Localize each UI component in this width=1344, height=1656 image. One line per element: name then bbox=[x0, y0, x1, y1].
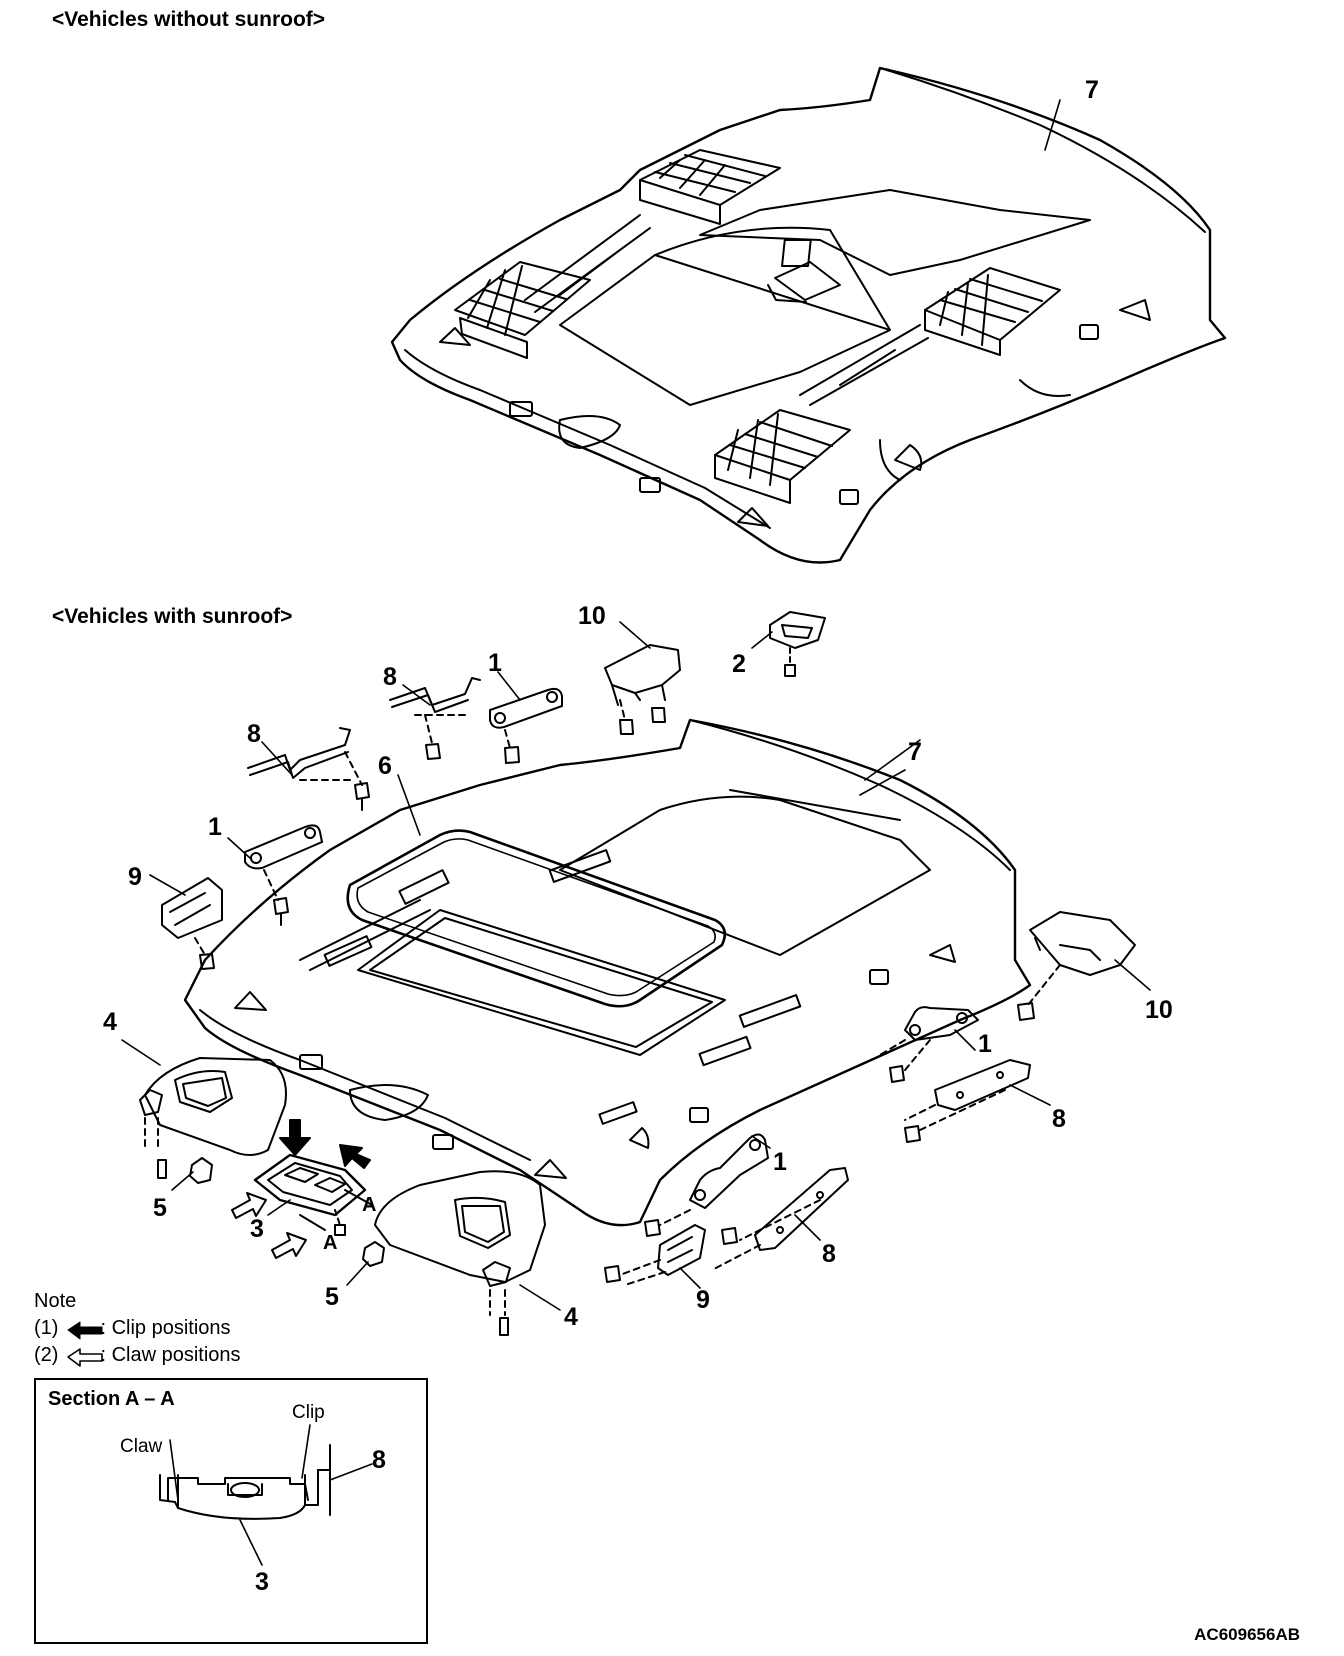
bracket-front-right bbox=[711, 1167, 849, 1271]
callout-1-right: 1 bbox=[978, 1030, 992, 1058]
claw-legend-arrow bbox=[67, 1348, 103, 1367]
bracket-10-top bbox=[604, 644, 681, 735]
section-a-a-box bbox=[34, 1378, 428, 1644]
callout-7-top: 7 bbox=[1085, 76, 1099, 104]
callout-6: 6 bbox=[378, 752, 392, 780]
section-clip-label: Clip bbox=[292, 1402, 325, 1423]
bracket-rear-right bbox=[904, 1059, 1031, 1143]
callout-9-right: 9 bbox=[696, 1286, 710, 1314]
headlining-with-sunroof bbox=[183, 718, 1032, 1227]
assist-grip-rear-left bbox=[244, 824, 323, 926]
sunvisor-right bbox=[374, 1170, 546, 1336]
note-item-claw-prefix: (2) bbox=[34, 1344, 59, 1366]
sunvisor-holder-left bbox=[189, 1157, 213, 1184]
bracket-rear-left bbox=[247, 727, 370, 811]
sunvisor-holder-right bbox=[362, 1241, 385, 1267]
section-mark-a-lower: A bbox=[323, 1232, 338, 1254]
section-a-a-drawing bbox=[159, 1424, 373, 1566]
section-a-a-title: Section A – A bbox=[48, 1388, 175, 1410]
note-item-clip: (1) : Clip positions bbox=[34, 1315, 241, 1342]
drawing-code: AC609656AB bbox=[1194, 1625, 1300, 1644]
assist-grip-rear-right bbox=[879, 1006, 979, 1083]
callout-8-upper-mid: 8 bbox=[383, 663, 397, 691]
callout-8-lower-right: 8 bbox=[822, 1240, 836, 1268]
section-mark-a-upper: A bbox=[362, 1194, 377, 1216]
note-title: Note bbox=[34, 1290, 77, 1312]
callout-4-right: 4 bbox=[564, 1303, 578, 1331]
callout-8-right: 8 bbox=[1052, 1105, 1066, 1133]
callout-9-left: 9 bbox=[128, 863, 142, 891]
callout-2: 2 bbox=[732, 650, 746, 678]
callout-1-upper-left: 1 bbox=[208, 813, 222, 841]
note-legend: Note (1) : Clip positions (2) : Claw pos… bbox=[34, 1288, 241, 1369]
assist-grip-front-left bbox=[489, 687, 563, 764]
bracket-10-right bbox=[1017, 911, 1136, 1021]
clip-legend-arrow bbox=[67, 1321, 103, 1340]
callout-1-upper-mid: 1 bbox=[488, 649, 502, 677]
callout-5-left: 5 bbox=[153, 1194, 167, 1222]
assist-grip-front-right bbox=[644, 1133, 769, 1237]
heading-with-sunroof: <Vehicles with sunroof> bbox=[52, 605, 293, 628]
section-claw-label: Claw bbox=[120, 1436, 163, 1457]
callout-3: 3 bbox=[250, 1215, 264, 1243]
note-item-clip-text: : Clip positions bbox=[100, 1317, 231, 1339]
bracket-9-right bbox=[604, 1224, 706, 1286]
leader-lines bbox=[121, 621, 1151, 1311]
section-callout-3: 3 bbox=[255, 1568, 269, 1596]
section-callout-8: 8 bbox=[372, 1446, 386, 1474]
callout-10-top: 10 bbox=[578, 602, 606, 630]
callout-5-right: 5 bbox=[325, 1283, 339, 1311]
note-item-claw-text: : Claw positions bbox=[100, 1344, 241, 1366]
bracket-front-left bbox=[389, 677, 481, 760]
bracket-9-left bbox=[161, 877, 223, 970]
callout-8-upper-left: 8 bbox=[247, 720, 261, 748]
sunvisor-left bbox=[139, 1057, 287, 1179]
room-lamp bbox=[231, 1119, 373, 1259]
heading-without-sunroof: <Vehicles without sunroof> bbox=[52, 8, 326, 31]
callout-7-bottom: 7 bbox=[908, 738, 922, 766]
callout-1-lower-right: 1 bbox=[773, 1148, 787, 1176]
note-item-claw: (2) : Claw positions bbox=[34, 1342, 241, 1369]
headlining-without-sunroof bbox=[390, 66, 1227, 564]
map-lamp bbox=[769, 611, 826, 677]
callout-4-left: 4 bbox=[103, 1008, 117, 1036]
note-item-clip-prefix: (1) bbox=[34, 1317, 59, 1339]
callout-10-right: 10 bbox=[1145, 996, 1173, 1024]
